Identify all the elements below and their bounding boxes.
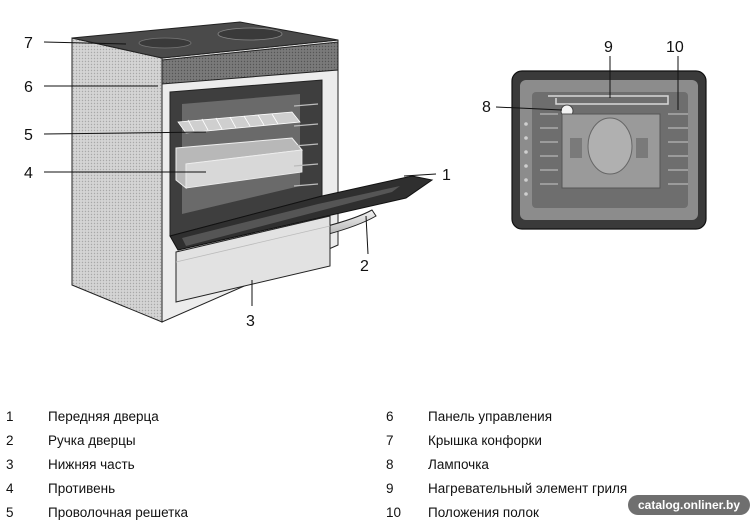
legend-text: Панель управления (428, 409, 553, 424)
callout-6: 6 (24, 79, 33, 96)
shelf-positions (524, 122, 528, 196)
watermark: catalog.onliner.by (627, 495, 750, 515)
legend-text: Нижняя часть (48, 457, 135, 472)
legend-text: Положения полок (428, 505, 539, 520)
legend-number: 8 (386, 457, 394, 472)
legend-text: Передняя дверца (48, 409, 159, 424)
oven-side-panel (71, 37, 163, 323)
oven-3d-view (71, 21, 434, 323)
callout-1: 1 (442, 167, 451, 184)
legend-number: 5 (6, 505, 14, 520)
legend-text: Ручка дверцы (48, 433, 136, 448)
wire-rack (177, 111, 301, 134)
legend-number: 4 (6, 481, 14, 496)
fan-cover (587, 117, 633, 175)
callout-8: 8 (482, 99, 491, 116)
legend-number: 6 (386, 409, 394, 424)
callout-lines (495, 56, 679, 111)
control-panel (161, 41, 339, 85)
oven-diagram: 7 6 5 4 1 2 3 (24, 21, 707, 330)
parts-legend: 1 Передняя дверца 2 Ручка дверцы 3 Нижня… (0, 405, 754, 527)
legend-number: 9 (386, 481, 394, 496)
legend-text: Противень (48, 481, 116, 496)
legend-number: 1 (6, 409, 14, 424)
legend-text: Нагревательный элемент гриля (428, 481, 628, 496)
callout-2: 2 (360, 258, 369, 275)
callout-7: 7 (24, 35, 33, 52)
hob-burner (217, 27, 283, 41)
callout-10: 10 (666, 39, 684, 56)
callout-9: 9 (604, 39, 613, 56)
callout-5: 5 (24, 127, 33, 144)
legend-text: Крышка конфорки (428, 433, 542, 448)
legend-number: 7 (386, 433, 394, 448)
legend-text: Проволочная решетка (48, 505, 189, 520)
legend-number: 2 (6, 433, 14, 448)
hob-burner (138, 37, 192, 49)
legend-number: 3 (6, 457, 14, 472)
legend-text: Лампочка (428, 457, 489, 472)
callout-4: 4 (24, 165, 33, 182)
oven-interior-view (511, 70, 707, 230)
bottom-part (175, 215, 331, 303)
legend-number: 10 (386, 505, 402, 520)
callout-lines (43, 41, 437, 306)
callout-3: 3 (246, 313, 255, 330)
grill-element (548, 95, 669, 105)
